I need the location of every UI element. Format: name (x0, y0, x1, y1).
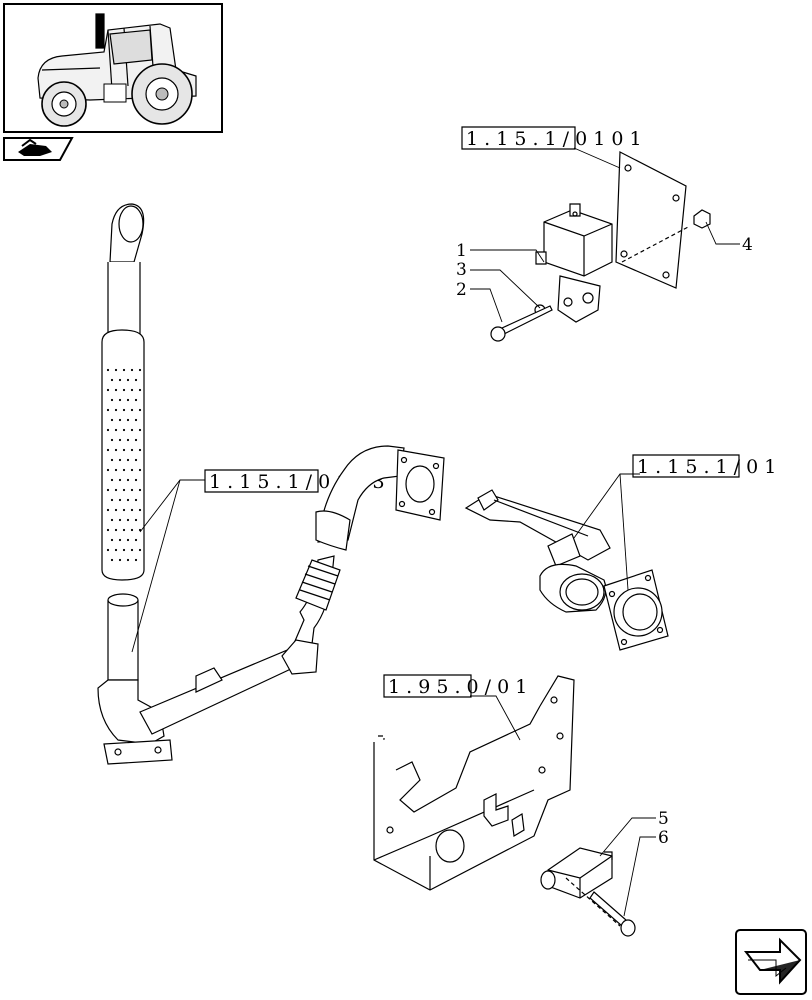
svg-text:1 . 9 5 . 0 / 0 1: 1 . 9 5 . 0 / 0 1 (388, 676, 527, 698)
next-page-arrow-icon[interactable] (736, 930, 806, 994)
bolt-part-2 (502, 306, 552, 334)
svg-text:1 . 1 5 . 1 / 0 1: 1 . 1 5 . 1 / 0 1 (637, 456, 776, 478)
nut-part-4 (694, 210, 710, 228)
solenoid-valve (544, 210, 612, 276)
ref-box-4[interactable]: 1 . 9 5 . 0 / 0 1 (384, 675, 527, 698)
valve-assembly (491, 152, 710, 341)
support-bracket (374, 676, 574, 890)
callout-2[interactable]: 2 (456, 280, 467, 300)
exhaust-brake-assembly (466, 490, 668, 650)
ref-box-1[interactable]: 1 . 1 5 . 1 / 0 1 0 1 (462, 127, 642, 150)
callout-6[interactable]: 6 (658, 828, 669, 848)
callout-5[interactable]: 5 (658, 809, 669, 829)
mounting-plate (616, 152, 686, 288)
switch-part-5 (541, 848, 612, 898)
svg-text:1 . 1 5 . 1 / 0 1 0 1: 1 . 1 5 . 1 / 0 1 0 1 (466, 128, 642, 150)
book-section-icon[interactable] (4, 138, 72, 160)
exhaust-pipe (98, 204, 444, 764)
heat-shield (102, 330, 144, 580)
leader-lines (132, 148, 740, 916)
bolt-part-6 (566, 878, 635, 936)
tractor-thumbnail-icon[interactable] (4, 4, 222, 132)
callout-1[interactable]: 1 (456, 241, 467, 261)
ref-box-3[interactable]: 1 . 1 5 . 1 / 0 1 (633, 455, 776, 478)
flex-bellows (296, 560, 340, 610)
callout-4[interactable]: 4 (742, 235, 753, 255)
callout-3[interactable]: 3 (456, 260, 467, 280)
